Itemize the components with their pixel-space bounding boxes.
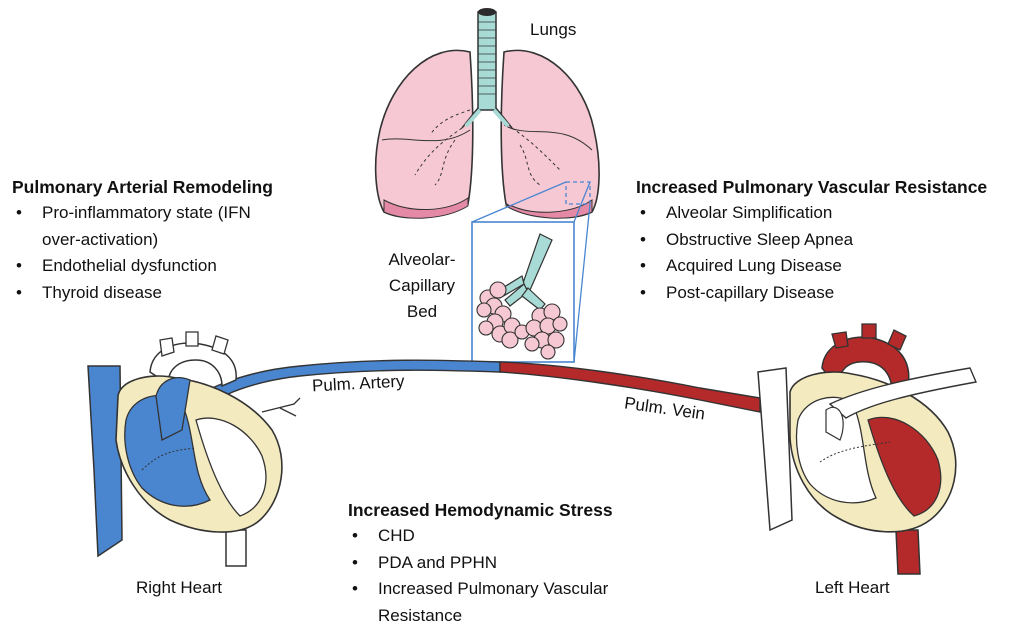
alveolar-bed-label: Alveolar- Capillary Bed bbox=[372, 247, 472, 325]
list-item: Post-capillary Disease bbox=[636, 280, 987, 307]
pulm-artery-label: Pulm. Artery bbox=[311, 369, 405, 400]
lungs-label: Lungs bbox=[530, 17, 576, 43]
right-heart-illustration bbox=[88, 332, 300, 566]
remodeling-list: Pro-inflammatory state (IFN over-activat… bbox=[12, 200, 273, 306]
hemodynamic-title: Increased Hemodynamic Stress bbox=[348, 497, 613, 523]
alveolar-bed-line: Bed bbox=[372, 299, 472, 325]
list-item-continuation: Resistance bbox=[348, 603, 613, 630]
left-heart-illustration bbox=[758, 324, 976, 574]
resistance-title: Increased Pulmonary Vascular Resistance bbox=[636, 174, 987, 200]
resistance-section: Increased Pulmonary Vascular Resistance … bbox=[636, 174, 987, 306]
list-item: Endothelial dysfunction bbox=[12, 253, 273, 280]
list-item: CHD bbox=[348, 523, 613, 550]
alveolar-bed-line: Capillary bbox=[372, 273, 472, 299]
right-heart-label: Right Heart bbox=[136, 575, 222, 601]
list-item: Alveolar Simplification bbox=[636, 200, 987, 227]
alveolar-bed-line: Alveolar- bbox=[372, 247, 472, 273]
list-item: Thyroid disease bbox=[12, 280, 273, 307]
resistance-list: Alveolar Simplification Obstructive Slee… bbox=[636, 200, 987, 306]
list-item: PDA and PPHN bbox=[348, 550, 613, 577]
remodeling-section: Pulmonary Arterial Remodeling Pro-inflam… bbox=[12, 174, 273, 306]
hemodynamic-list: CHD PDA and PPHN Increased Pulmonary Vas… bbox=[348, 523, 613, 629]
left-heart-label: Left Heart bbox=[815, 575, 890, 601]
list-item-continuation: over-activation) bbox=[12, 227, 273, 254]
list-item: Increased Pulmonary Vascular bbox=[348, 576, 613, 603]
list-item: Pro-inflammatory state (IFN bbox=[12, 200, 273, 227]
alveoli-illustration bbox=[472, 222, 574, 362]
remodeling-title: Pulmonary Arterial Remodeling bbox=[12, 174, 273, 200]
hemodynamic-section: Increased Hemodynamic Stress CHD PDA and… bbox=[348, 497, 613, 629]
list-item: Obstructive Sleep Apnea bbox=[636, 227, 987, 254]
list-item: Acquired Lung Disease bbox=[636, 253, 987, 280]
